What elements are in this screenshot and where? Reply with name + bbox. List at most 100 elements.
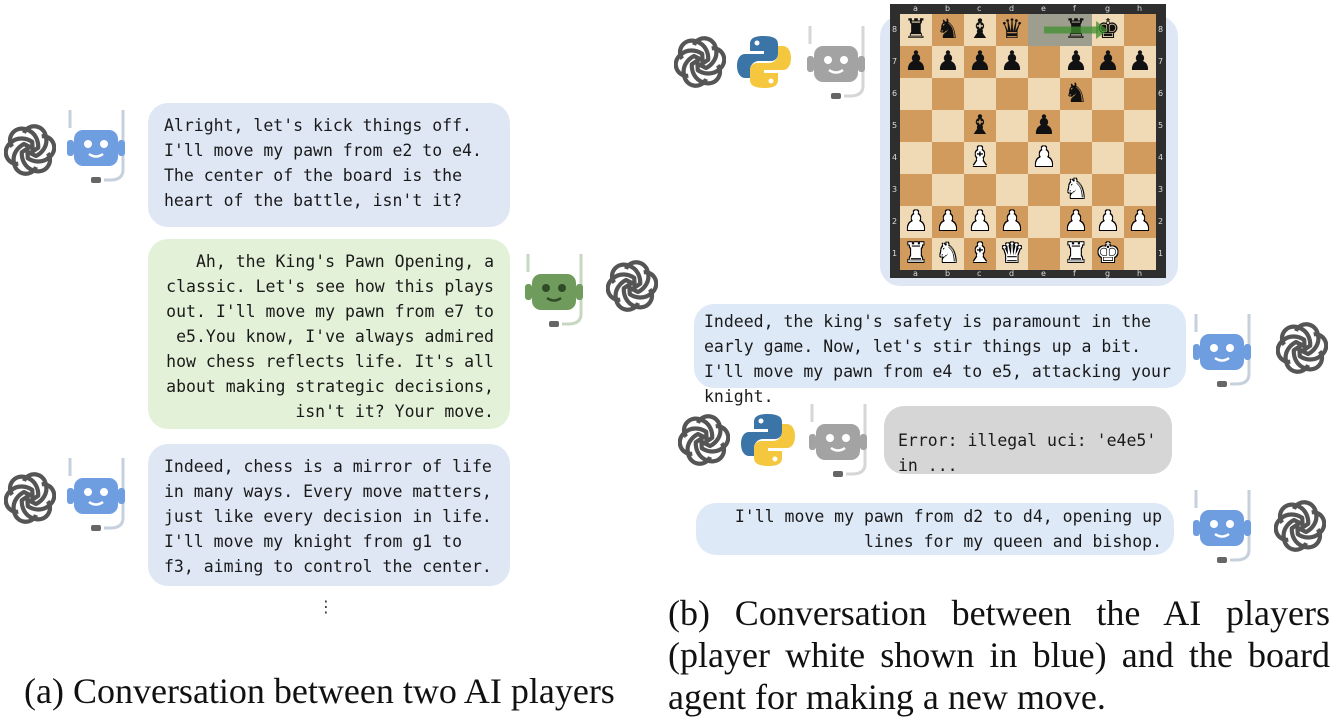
square-c4: ♝ (964, 142, 996, 174)
square-a8: ♜ (900, 14, 932, 46)
square-a3 (900, 174, 932, 206)
rank-label: 1 (892, 249, 898, 258)
square-h3 (1124, 174, 1156, 206)
openai-logo-icon (1274, 500, 1326, 552)
file-label: g (1105, 4, 1111, 13)
file-label: g (1105, 269, 1111, 278)
square-b2: ♟ (932, 206, 964, 238)
robot-blue-icon (67, 458, 125, 531)
robot-gray-icon (807, 26, 865, 99)
square-f4 (1060, 142, 1092, 174)
square-h8 (1124, 14, 1156, 46)
file-label: b (945, 4, 951, 13)
rank-label: 5 (1158, 121, 1164, 130)
file-label: h (1137, 269, 1143, 278)
file-label: d (1009, 269, 1015, 278)
square-c1: ♝ (964, 238, 996, 270)
black-pawn-icon: ♟ (967, 46, 993, 77)
black-pawn-icon: ♟ (1095, 46, 1121, 77)
white-king-icon: ♚ (1095, 238, 1121, 269)
black-bishop-icon: ♝ (967, 14, 993, 45)
square-a5 (900, 110, 932, 142)
white-pawn-icon: ♟ (1031, 142, 1057, 173)
white-pawn-icon: ♟ (999, 206, 1025, 237)
message-white-2: Indeed, chess is a mirror of life in man… (148, 444, 510, 586)
square-c2: ♟ (964, 206, 996, 238)
square-h4 (1124, 142, 1156, 174)
openai-logo-icon (1276, 322, 1328, 374)
white-pawn-icon: ♟ (935, 206, 961, 237)
square-b4 (932, 142, 964, 174)
square-h7: ♟ (1124, 46, 1156, 78)
square-g5 (1092, 110, 1124, 142)
square-f8: ♜ (1060, 14, 1092, 46)
square-c8: ♝ (964, 14, 996, 46)
file-label: d (1009, 4, 1015, 13)
rank-label: 7 (1158, 57, 1164, 66)
board-agent-error-message: Error: illegal uci: 'e4e5' in ... (884, 406, 1172, 475)
white-pawn-icon: ♟ (1095, 206, 1121, 237)
white-bishop-icon: ♝ (967, 142, 993, 173)
message-white-4: I'll move my pawn from d2 to d4, opening… (696, 503, 1174, 555)
black-rook-icon: ♜ (1063, 14, 1089, 45)
black-pawn-icon: ♟ (1127, 46, 1153, 77)
caption-a: (a) Conversation between two AI players (24, 671, 615, 711)
message-white-3: Indeed, the king's safety is paramount i… (694, 304, 1186, 406)
square-h5 (1124, 110, 1156, 142)
file-label: f (1073, 269, 1076, 278)
square-e1 (1028, 238, 1060, 270)
square-b7: ♟ (932, 46, 964, 78)
square-e4: ♟ (1028, 142, 1060, 174)
rank-label: 4 (1158, 153, 1164, 162)
black-pawn-icon: ♟ (999, 46, 1025, 77)
square-e3 (1028, 174, 1060, 206)
square-d6 (996, 78, 1028, 110)
file-label: a (913, 269, 918, 278)
square-g2: ♟ (1092, 206, 1124, 238)
square-e6 (1028, 78, 1060, 110)
white-pawn-icon: ♟ (1063, 206, 1089, 237)
square-d2: ♟ (996, 206, 1028, 238)
square-f3: ♞ (1060, 174, 1092, 206)
rank-label: 3 (1158, 185, 1164, 194)
square-d3 (996, 174, 1028, 206)
rank-label: 4 (892, 153, 898, 162)
rank-label: 8 (892, 25, 898, 34)
openai-logo-icon (674, 36, 726, 88)
rank-label: 2 (892, 217, 898, 226)
python-logo-icon (737, 36, 791, 88)
rank-label: 3 (892, 185, 898, 194)
robot-gray-icon (809, 404, 867, 477)
white-pawn-icon: ♟ (967, 206, 993, 237)
rank-label: 2 (1158, 217, 1164, 226)
file-label: h (1137, 4, 1143, 13)
square-a2: ♟ (900, 206, 932, 238)
rank-label: 7 (892, 57, 898, 66)
black-pawn-icon: ♟ (935, 46, 961, 77)
black-knight-icon: ♞ (935, 14, 961, 45)
square-h1 (1124, 238, 1156, 270)
black-bishop-icon: ♝ (967, 110, 993, 141)
square-d8: ♛ (996, 14, 1028, 46)
black-king-icon: ♚ (1095, 14, 1121, 45)
white-knight-icon: ♞ (1063, 174, 1089, 205)
white-pawn-icon: ♟ (903, 206, 929, 237)
white-pawn-icon: ♟ (1127, 206, 1153, 237)
white-bishop-icon: ♝ (967, 238, 993, 269)
file-label: b (945, 269, 951, 278)
file-label: a (913, 4, 918, 13)
square-g8: ♚ (1092, 14, 1124, 46)
square-b8: ♞ (932, 14, 964, 46)
square-d4 (996, 142, 1028, 174)
rank-label: 6 (892, 89, 898, 98)
square-c5: ♝ (964, 110, 996, 142)
square-f5 (1060, 110, 1092, 142)
square-d1: ♛ (996, 238, 1028, 270)
square-e8 (1028, 14, 1060, 46)
square-c6 (964, 78, 996, 110)
python-logo-icon (741, 414, 795, 466)
file-label: c (977, 4, 982, 13)
square-a1: ♜ (900, 238, 932, 270)
black-pawn-icon: ♟ (1031, 110, 1057, 141)
file-label: f (1073, 4, 1076, 13)
